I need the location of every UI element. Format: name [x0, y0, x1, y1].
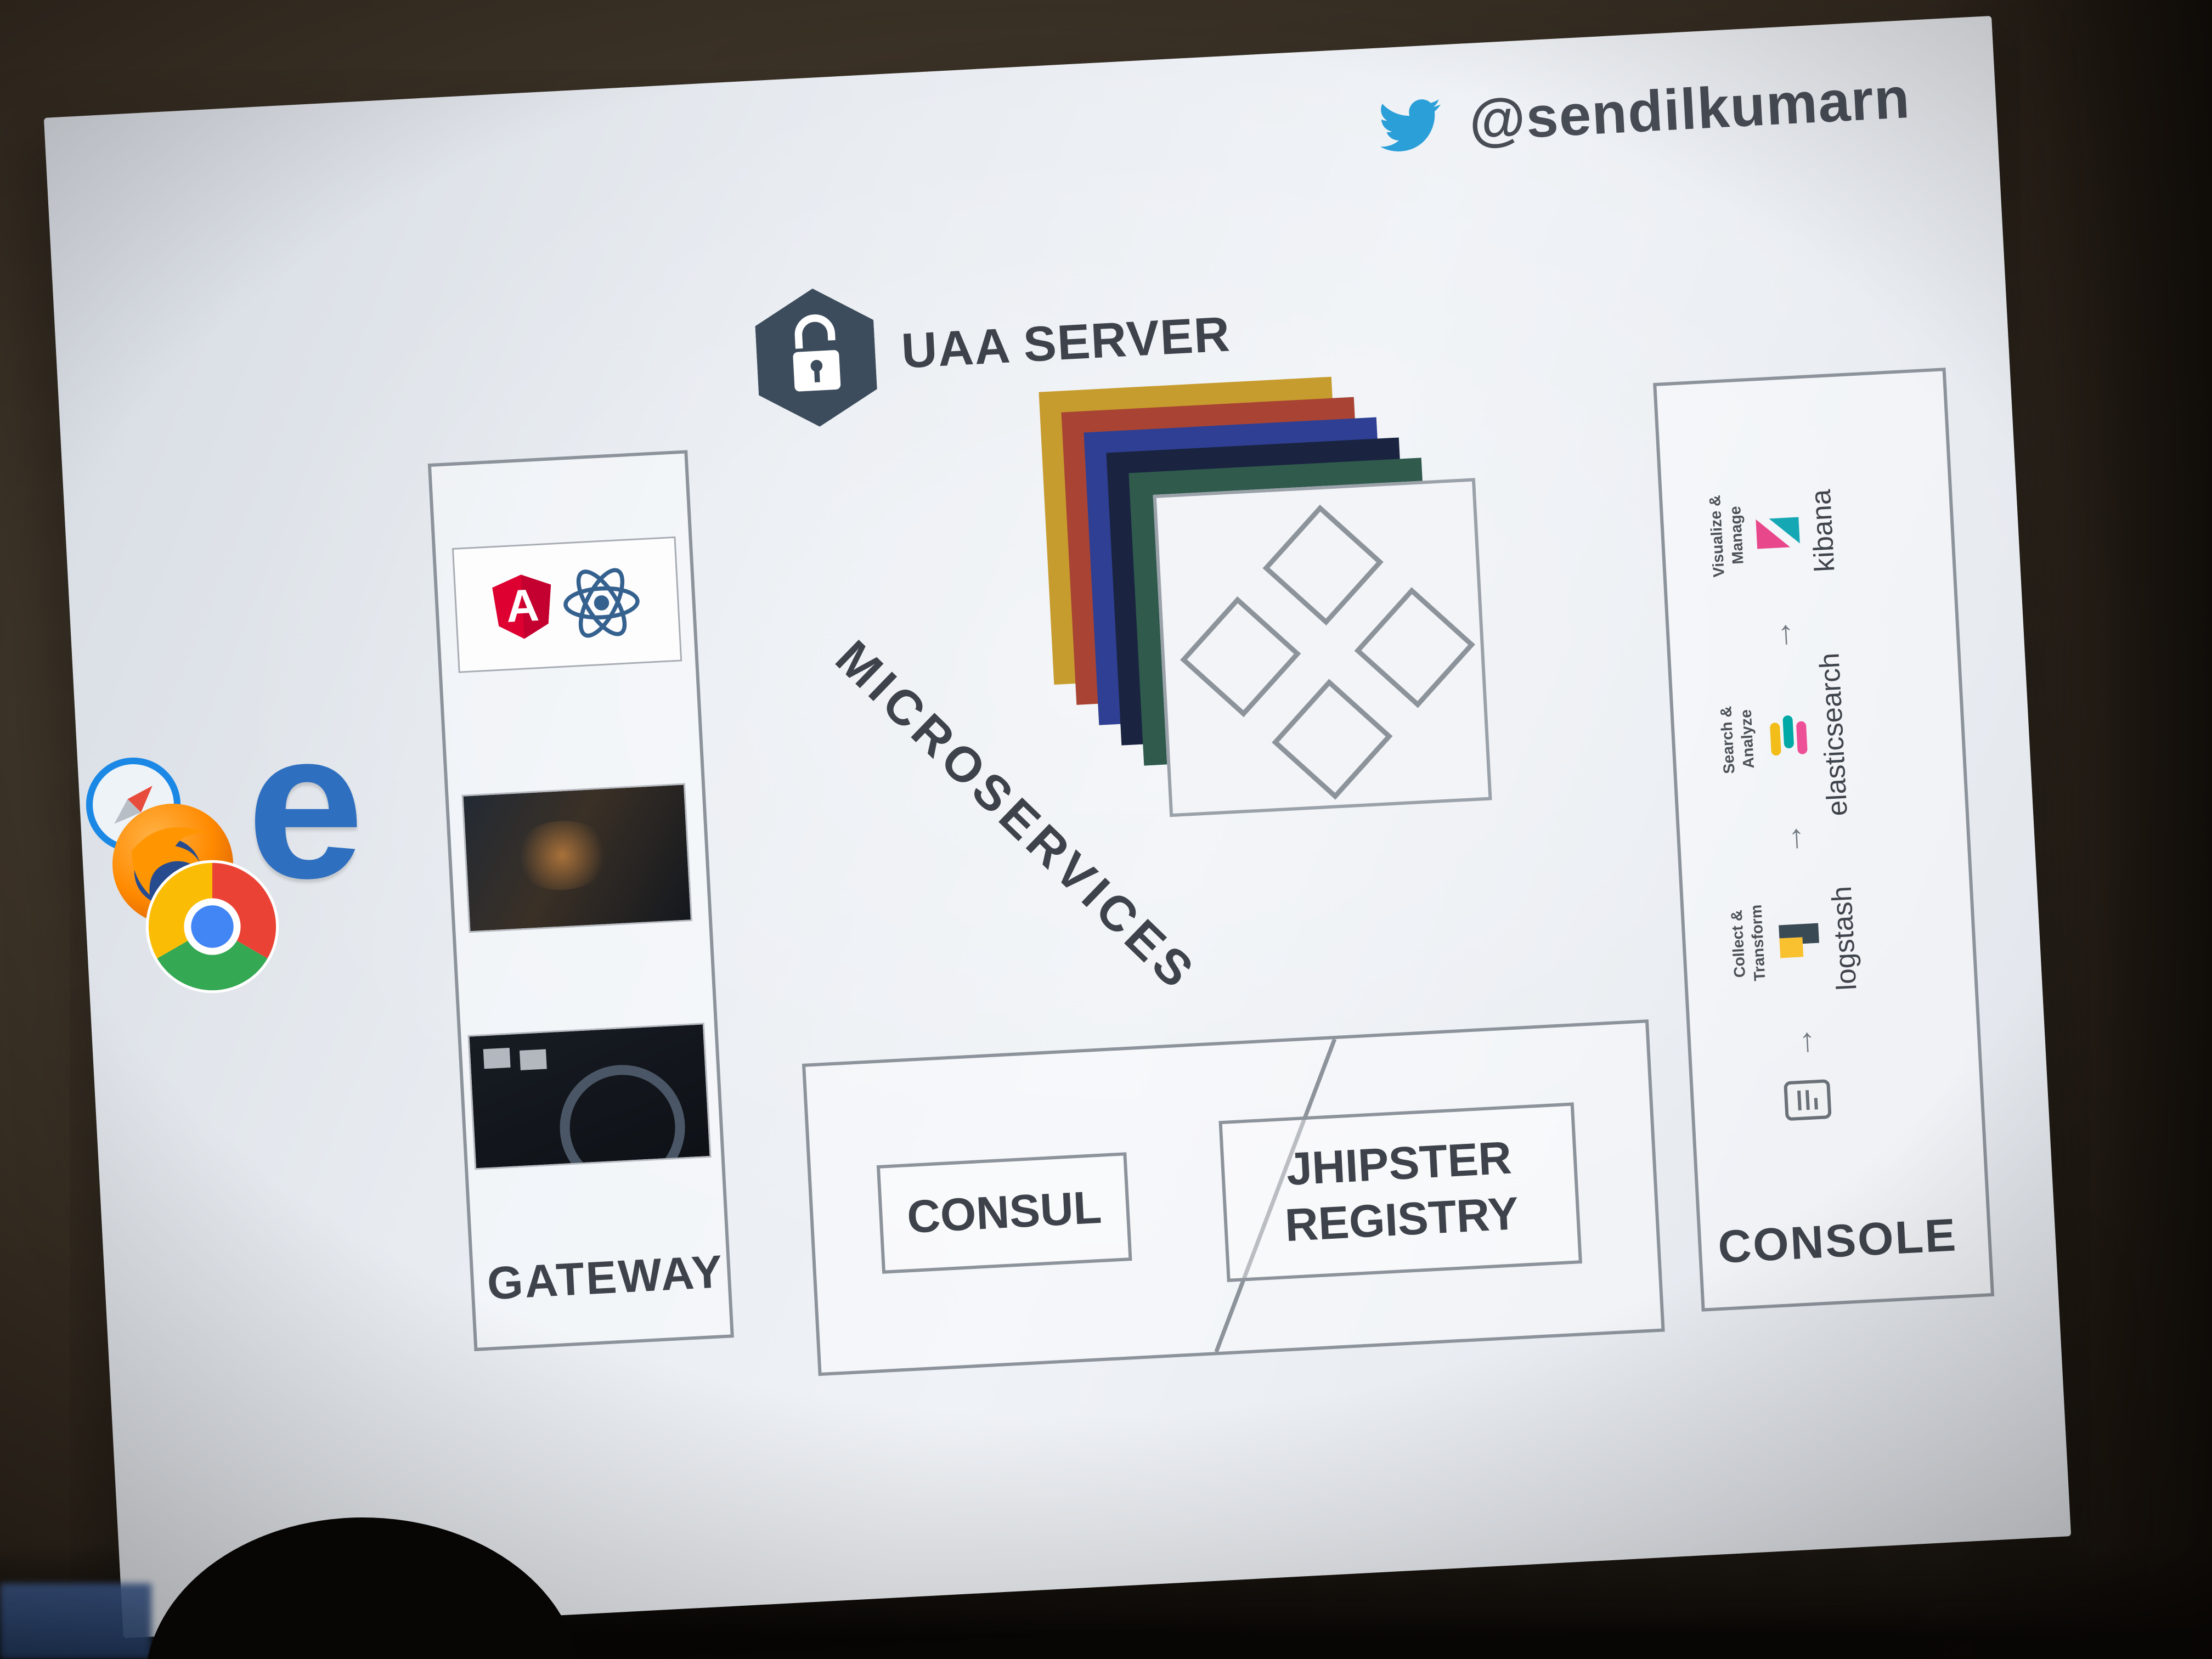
- elasticsearch-icon: [1770, 715, 1808, 756]
- uaa-lock-icon: [774, 309, 858, 405]
- chrome-icon: [145, 860, 279, 994]
- kibana-icon: [1756, 517, 1800, 549]
- pipeline-stage-elasticsearch: Search & Analyze elasticsearch: [1692, 652, 1855, 819]
- stage-caption: Collect & Transform: [1729, 904, 1770, 981]
- stage-name: kibana: [1805, 488, 1841, 573]
- consul-box: CONSUL: [876, 1152, 1132, 1274]
- consul-label: CONSUL: [906, 1181, 1103, 1243]
- projected-slide: @sendilkumarn UAA SERVER: [43, 15, 2072, 1639]
- twitter-handle: @sendilkumarn: [1468, 66, 1912, 154]
- frontend-logos-box: A: [452, 536, 682, 673]
- stack-card-front: [1153, 478, 1492, 817]
- pipeline-arrow-icon: [1784, 1024, 1824, 1062]
- console-label: CONSOLE: [1717, 1209, 1959, 1273]
- uaa-server-label: UAA SERVER: [900, 308, 1232, 380]
- service-diamond-icon: [1180, 596, 1301, 718]
- pipeline-arrow-icon: [1773, 820, 1813, 858]
- jhipster-registry-label: JHIPSTER REGISTRY: [1284, 1132, 1520, 1251]
- uaa-server: UAA SERVER: [753, 267, 1234, 430]
- elk-pipeline: Collect & Transform logstash Search & An…: [1678, 375, 1968, 1210]
- service-diamond-icon: [1354, 587, 1475, 708]
- svg-text:A: A: [505, 579, 540, 632]
- app-screenshot-thumbnail: [467, 1023, 712, 1170]
- screenshot-content: [519, 1049, 547, 1070]
- screenshot-content: [556, 1062, 689, 1170]
- twitter-bird-icon: [1380, 99, 1441, 152]
- spacer: [1715, 1093, 1778, 1113]
- stage-name: logstash: [1826, 885, 1863, 991]
- screenshot-content: [511, 818, 613, 893]
- pipeline-stage-logs: [1714, 1066, 1834, 1138]
- stage-caption: Visualize & Manage: [1707, 494, 1748, 578]
- pipeline-arrow-icon: [1763, 616, 1802, 654]
- internet-explorer-icon: e: [247, 688, 364, 923]
- logstash-icon: [1779, 923, 1819, 958]
- twitter-badge: @sendilkumarn: [1370, 66, 1912, 160]
- console-box: Collect & Transform logstash Search & An…: [1653, 368, 1995, 1312]
- browser-icons-cluster: e: [86, 701, 431, 1045]
- app-screenshot-thumbnail: [461, 783, 693, 933]
- stage-name: elasticsearch: [1814, 652, 1854, 817]
- service-registry-box: CONSUL JHIPSTER REGISTRY: [802, 1019, 1665, 1376]
- uaa-hexagon-badge: [753, 285, 879, 430]
- pipeline-stage-kibana: Visualize & Manage kibana: [1682, 453, 1844, 615]
- registry-divider-line: [1214, 1038, 1337, 1353]
- react-logo-icon: [563, 568, 640, 638]
- screenshot-content: [483, 1047, 511, 1069]
- laptop-screen-glow: [0, 1583, 151, 1659]
- stage-caption: Search & Analyze: [1718, 706, 1759, 775]
- service-diamond-icon: [1262, 504, 1384, 626]
- service-diamond-icon: [1272, 679, 1393, 800]
- gateway-label: GATEWAY: [486, 1246, 725, 1310]
- log-file-icon: [1784, 1079, 1832, 1121]
- pipeline-stage-logstash: Collect & Transform logstash: [1703, 860, 1866, 1023]
- gateway-box: A GATEWAY: [427, 450, 734, 1351]
- jhipster-registry-box: JHIPSTER REGISTRY: [1218, 1102, 1582, 1282]
- angular-logo-icon: A: [492, 574, 551, 639]
- microservices-stack: [1039, 369, 1499, 830]
